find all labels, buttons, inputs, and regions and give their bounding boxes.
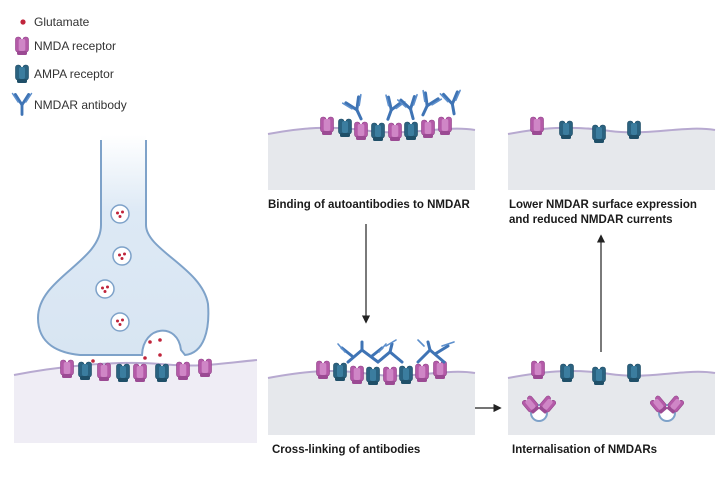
legend-antibody-label: NMDAR antibody (34, 98, 127, 112)
legend-nmda-label: NMDA receptor (34, 39, 117, 53)
ampa-receptor-icon (627, 363, 641, 383)
ampa-receptor-icon (78, 361, 92, 381)
caption-lower-line2: and reduced NMDAR currents (509, 214, 673, 226)
panel-internalisation (507, 360, 716, 435)
presynaptic-terminal (36, 135, 210, 357)
ampa-receptor-icon (116, 363, 130, 383)
ampa-receptor-icon (338, 118, 352, 138)
ampa-receptor-icon (155, 363, 169, 383)
nmda-receptor-icon (350, 365, 364, 385)
ampa-receptor-icon (404, 121, 418, 141)
vesicle (95, 279, 115, 299)
postsynaptic-membrane-left (13, 359, 258, 443)
endocytic-vesicle (520, 394, 558, 422)
caption-crosslink: Cross-linking of antibodies (272, 444, 421, 456)
ampa-receptor-icon (627, 120, 641, 140)
endocytic-vesicle (648, 394, 686, 422)
antibody-icon (438, 88, 466, 118)
nmda-receptor-icon (316, 360, 330, 380)
crosslinked-antibodies-light (337, 339, 455, 353)
caption-lower-expression: Lower NMDAR surface expression and reduc… (509, 198, 697, 228)
ampa-receptor-icon (333, 362, 347, 382)
antibody-icon (396, 93, 425, 123)
antibody-icon (11, 92, 33, 116)
legend-icons (11, 19, 33, 116)
antibody-icon (341, 93, 372, 125)
panel-lower-expression (507, 116, 716, 190)
panel-crosslinking (267, 339, 476, 435)
nmda-receptor-icon (15, 36, 29, 56)
antibody-icon (412, 89, 443, 121)
nmda-receptor-icon (531, 360, 545, 380)
nmda-receptor-icon (383, 366, 397, 386)
ampa-receptor-icon (15, 64, 29, 84)
nmda-receptor-icon (320, 116, 334, 136)
vesicle (110, 312, 130, 332)
nmda-receptor-icon (433, 360, 447, 380)
synaptic-vesicles (95, 204, 132, 332)
nmda-receptor-icon (176, 361, 190, 381)
vesicle (112, 246, 132, 266)
vesicle (110, 204, 130, 224)
ampa-receptor-icon (560, 363, 574, 383)
ampa-receptor-icon (371, 122, 385, 142)
nmda-receptor-icon (388, 122, 402, 142)
caption-lower-line1: Lower NMDAR surface expression (509, 199, 697, 211)
nmda-receptor-icon (97, 362, 111, 382)
ampa-receptor-icon (592, 366, 606, 386)
nmda-receptor-icon (421, 119, 435, 139)
nmda-receptor-icon (530, 116, 544, 136)
nmda-receptor-icon (198, 358, 212, 378)
nmda-receptor-icon (354, 121, 368, 141)
nmda-receptor-icon (438, 116, 452, 136)
caption-binding: Binding of autoantibodies to NMDAR (268, 199, 470, 211)
legend-glutamate-label: Glutamate (34, 15, 90, 29)
caption-internalisation: Internalisation of NMDARs (512, 444, 658, 456)
nmda-receptor-icon (415, 363, 429, 383)
crosslinked-antibodies (340, 340, 450, 364)
ampa-receptor-icon (592, 124, 606, 144)
ampa-receptor-icon (399, 365, 413, 385)
nmda-receptor-icon (60, 359, 74, 379)
legend-ampa-label: AMPA receptor (34, 67, 114, 81)
ampa-receptor-icon (366, 366, 380, 386)
nmda-receptor-icon (133, 363, 147, 383)
panel-binding (267, 88, 476, 190)
glutamate-dot-icon (20, 19, 26, 25)
ampa-receptor-icon (559, 120, 573, 140)
